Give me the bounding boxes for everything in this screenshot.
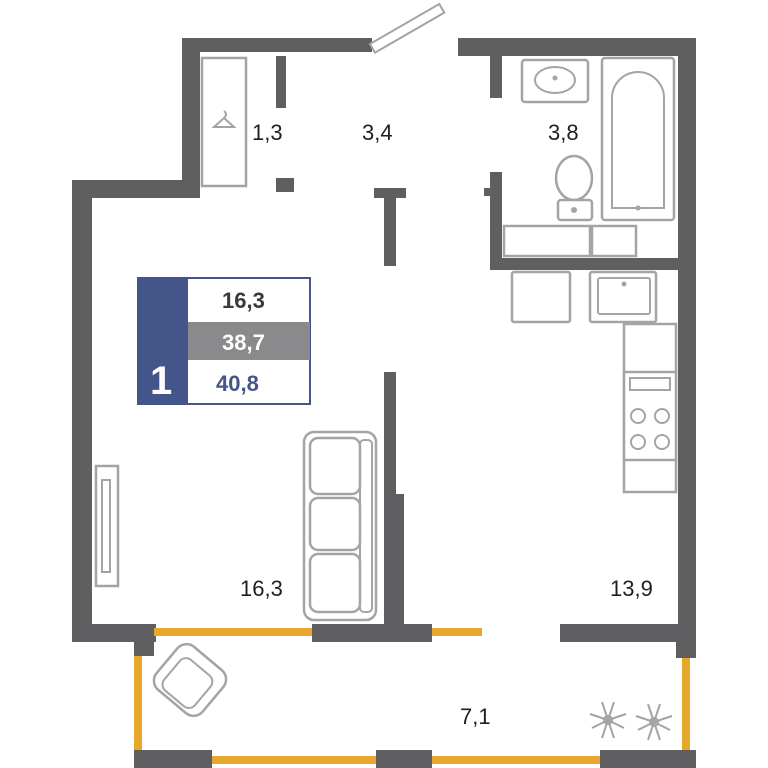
wall-bath-left-top bbox=[490, 56, 502, 98]
room-label-wardrobe: 1,3 bbox=[252, 120, 283, 145]
balcony-rails bbox=[134, 628, 690, 764]
room-label-balcony: 7,1 bbox=[460, 704, 491, 729]
legend-room-count: 1 bbox=[150, 359, 172, 403]
balcony-rail-bottom-b bbox=[432, 756, 600, 764]
kitchen-cabinet bbox=[510, 270, 572, 324]
wall-hall-t-stem bbox=[384, 188, 396, 266]
legend-living-area: 16,3 bbox=[222, 288, 265, 313]
wall-bath-left-bottom bbox=[490, 172, 502, 268]
legend-total-with-balcony: 40,8 bbox=[216, 371, 259, 396]
balcony-rail-top bbox=[154, 628, 312, 636]
bathtub-icon bbox=[600, 56, 676, 222]
legend-total-bg bbox=[188, 322, 310, 360]
balcony-post-right bbox=[676, 640, 696, 658]
door-icon bbox=[368, 2, 446, 55]
toilet-icon bbox=[554, 154, 594, 222]
sofa-icon bbox=[302, 430, 378, 622]
hanger-icon bbox=[211, 110, 237, 128]
room-label-living: 16,3 bbox=[240, 576, 283, 601]
wall-right bbox=[678, 38, 696, 658]
wall-bottom-sofa bbox=[312, 624, 432, 642]
wall-bath-stub bbox=[484, 188, 492, 196]
stove-icon bbox=[622, 370, 678, 462]
kitchen-sink-icon bbox=[588, 270, 658, 324]
bath-shelf bbox=[502, 224, 638, 258]
balcony-bottom-mid bbox=[376, 750, 432, 768]
balcony-rail-right bbox=[682, 658, 690, 750]
legend-total-area: 38,7 bbox=[222, 330, 265, 355]
wall-wardrobe-stub bbox=[276, 178, 294, 192]
room-label-hallway: 3,4 bbox=[362, 120, 393, 145]
wall-bottom-kitchen bbox=[560, 624, 696, 642]
balcony-rail-left bbox=[134, 656, 142, 750]
wall-wardrobe-left bbox=[182, 38, 200, 198]
balcony-bottom-right bbox=[600, 750, 696, 768]
room-label-kitchen: 13,9 bbox=[610, 576, 653, 601]
balcony-post-left bbox=[134, 624, 154, 656]
tv-icon bbox=[94, 464, 120, 588]
wall-wardrobe-partition bbox=[276, 56, 286, 108]
walls bbox=[72, 38, 696, 768]
area-legend: 1 16,3 38,7 40,8 bbox=[137, 277, 311, 405]
wall-top-living bbox=[72, 180, 200, 198]
balcony-rail-top-right bbox=[432, 628, 482, 636]
wardrobe bbox=[200, 56, 248, 188]
wall-left bbox=[72, 180, 92, 642]
room-label-bathroom: 3,8 bbox=[548, 120, 579, 145]
wall-bath-bottom bbox=[490, 258, 696, 270]
balcony-bottom-left bbox=[134, 750, 212, 768]
legend-accent bbox=[138, 278, 188, 404]
armchair-icon bbox=[152, 642, 228, 718]
balcony-rail-bottom-a bbox=[212, 756, 376, 764]
wall-partition-foot bbox=[384, 494, 404, 634]
sink-icon bbox=[520, 58, 590, 104]
wall-top-hall bbox=[182, 38, 372, 52]
wall-top-bath bbox=[458, 38, 696, 56]
plant-icon bbox=[589, 701, 673, 741]
